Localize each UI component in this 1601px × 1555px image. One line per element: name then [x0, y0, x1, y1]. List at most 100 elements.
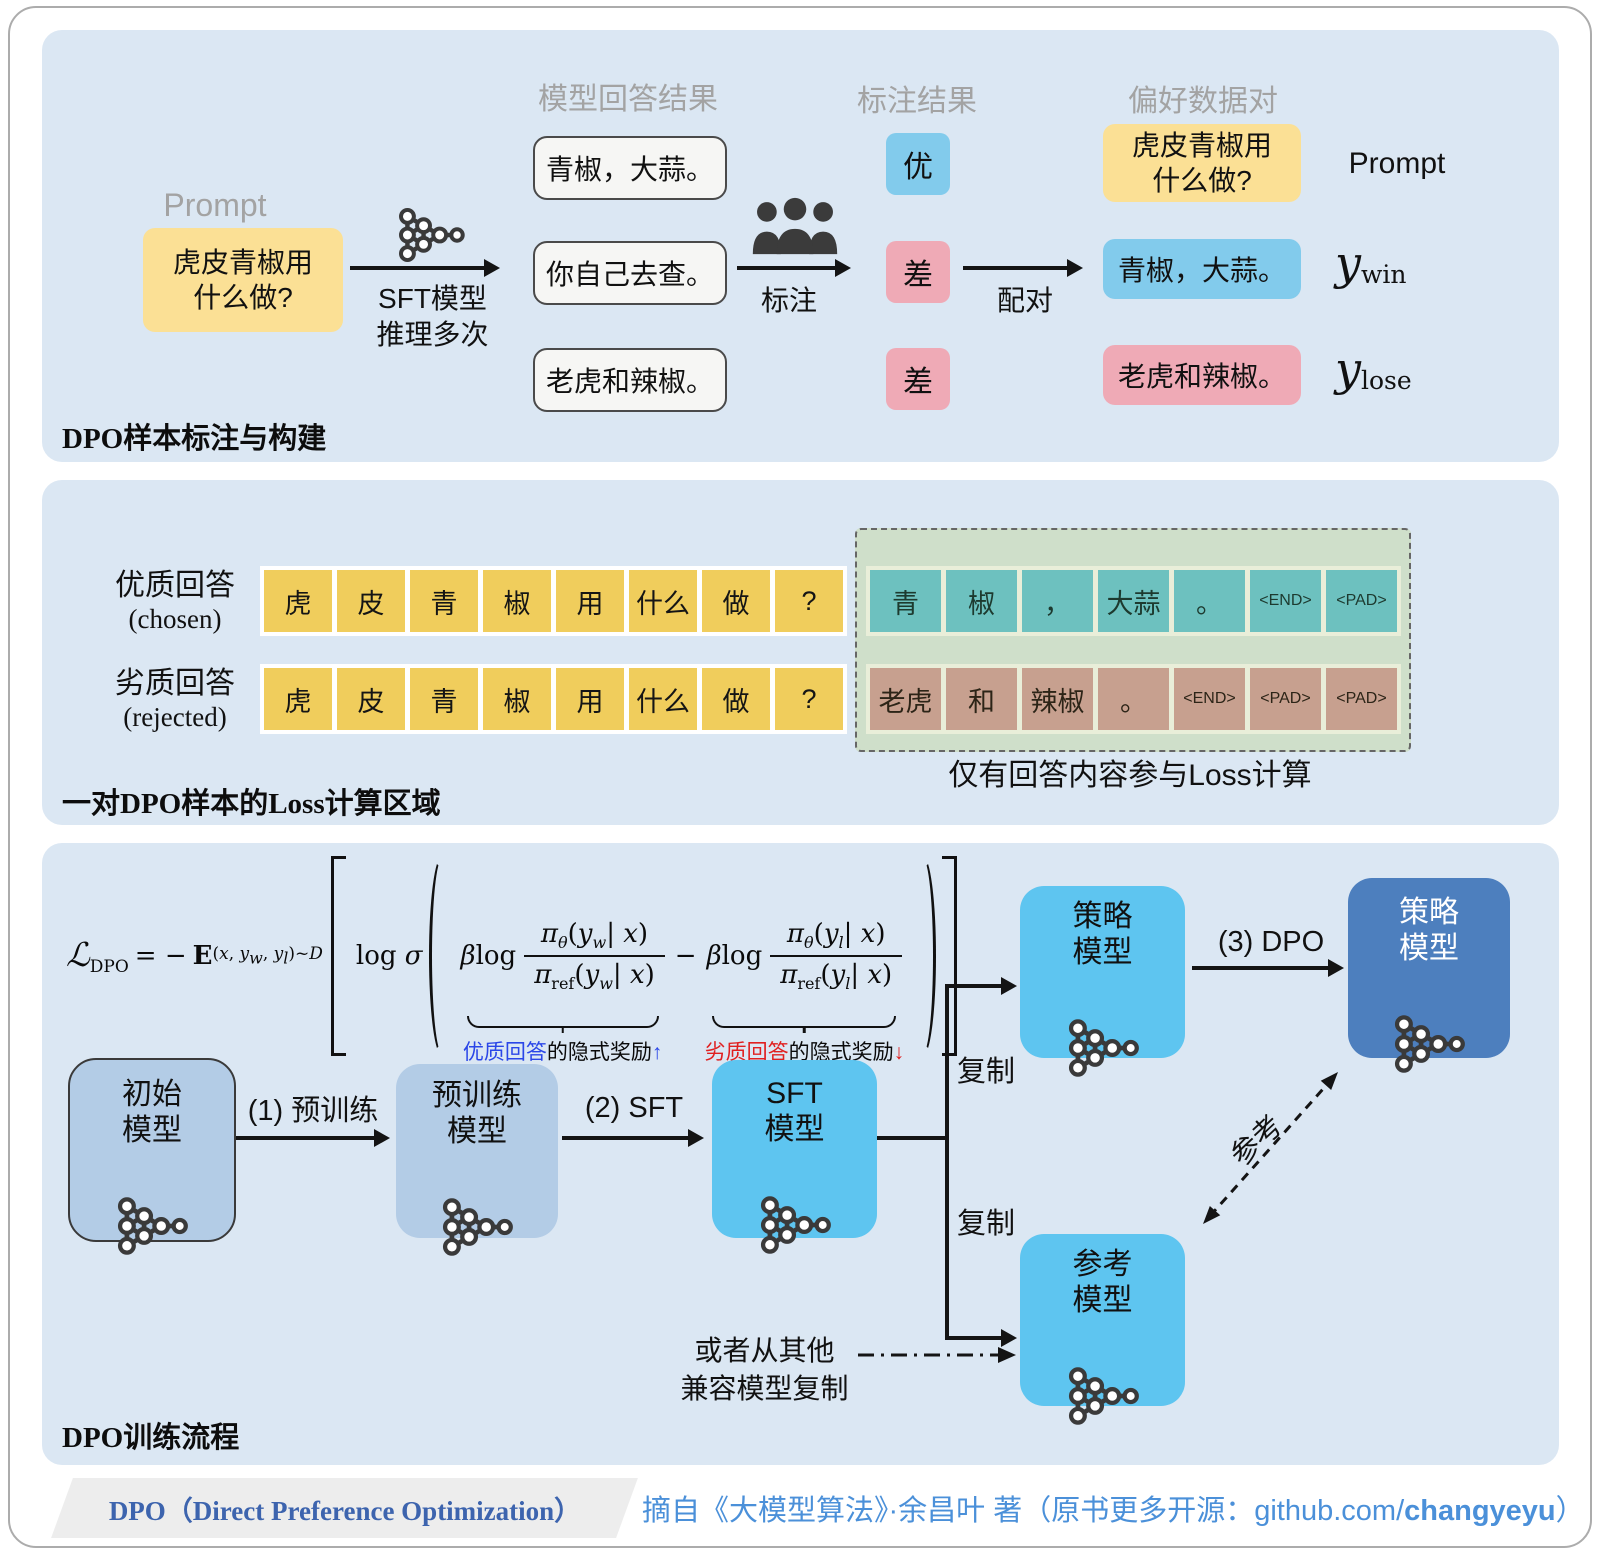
network-icon — [1068, 1019, 1139, 1077]
chosen-answer-tokens: 青椒，大蒜。<END><PAD> — [866, 566, 1401, 636]
pair-lose-box: 老虎和辣椒。 — [1103, 345, 1301, 405]
rejected-row-label: 劣质回答 (rejected) — [115, 667, 235, 732]
prompt-token: ? — [775, 570, 843, 632]
reference-model-box: 参考 模型 — [1020, 1234, 1185, 1425]
rejected-token: <PAD> — [1250, 668, 1321, 730]
network-icon — [442, 1198, 513, 1256]
arrow-responses-to-ratings — [737, 266, 837, 270]
network-icon — [1394, 1015, 1465, 1073]
chosen-token: 。 — [1174, 570, 1245, 632]
response-box-2: 你自己去查。 — [533, 241, 727, 305]
chosen-token: 青 — [870, 570, 941, 632]
prompt-token: 什么 — [629, 668, 697, 730]
step2-label: (2) SFT — [584, 1091, 684, 1124]
prompt-token: 用 — [556, 570, 624, 632]
arrow-copy-to-policy — [945, 984, 1003, 988]
network-icon — [760, 1196, 831, 1254]
rejected-token: 老虎 — [870, 668, 941, 730]
trained-policy-model-box: 策略 模型 — [1348, 878, 1510, 1073]
copy-bottom-label: 复制 — [957, 1208, 1016, 1240]
header-annotation-result: 标注结果 — [857, 85, 977, 118]
dpo-loss-formula: ℒDPO = − E(x, yw, yl)~D log σ βlog πθ(yw… — [66, 856, 958, 1064]
rejected-token: 。 — [1098, 668, 1169, 730]
rejected-token: <PAD> — [1326, 668, 1397, 730]
prompt-token: 做 — [702, 570, 770, 632]
copy-top-label: 复制 — [957, 1056, 1016, 1088]
y-win-tag: ywin — [1335, 236, 1407, 290]
rejected-answer-tokens: 老虎和辣椒。<END><PAD><PAD> — [866, 664, 1401, 734]
network-icon — [1068, 1367, 1139, 1425]
prompt-token: 皮 — [337, 570, 405, 632]
panel-loss-region: 优质回答 (chosen) 劣质回答 (rejected) 虎皮青椒用什么做? … — [42, 480, 1559, 825]
response-box-3: 老虎和辣椒。 — [533, 348, 727, 412]
rejected-token: 辣椒 — [1022, 668, 1093, 730]
chosen-prompt-tokens: 虎皮青椒用什么做? — [260, 566, 847, 636]
prompt-token: 做 — [702, 668, 770, 730]
prompt-token: 青 — [410, 570, 478, 632]
panel-sample-annotation: 模型回答结果 标注结果 偏好数据对 Prompt 虎皮青椒用 什么做? SFT模… — [42, 30, 1559, 462]
prompt-token: 虎 — [264, 668, 332, 730]
pair-win-box: 青椒，大蒜。 — [1103, 239, 1301, 299]
rating-box-good: 优 — [886, 133, 950, 195]
connector-vertical — [945, 986, 949, 1338]
sft-model-box: SFT 模型 — [712, 1060, 877, 1254]
left-paren — [428, 856, 455, 1056]
policy-model-box: 策略 模型 — [1020, 886, 1185, 1077]
prompt-token: 椒 — [483, 668, 551, 730]
pretrained-model-box: 预训练 模型 — [396, 1064, 558, 1256]
arrow-ratings-to-pairs — [963, 266, 1069, 270]
win-reward-term: βlog πθ(yw| x) πref(yw| x) 优质回答的隐式奖励↑ — [461, 916, 665, 1064]
chosen-token: <PAD> — [1326, 570, 1397, 632]
initial-model-box: 初始 模型 — [68, 1058, 236, 1255]
step3-label: (3) DPO — [1217, 925, 1325, 958]
network-icon — [399, 207, 465, 263]
sft-model-icon — [395, 204, 467, 266]
prompt-token: ? — [775, 668, 843, 730]
panel2-caption: 一对DPO样本的Loss计算区域 — [62, 788, 441, 820]
prompt-token: 椒 — [483, 570, 551, 632]
right-paren — [910, 856, 937, 1056]
arrow-step3-dpo — [1192, 966, 1330, 970]
chosen-row-label: 优质回答 (chosen) — [115, 569, 235, 634]
annotate-label: 标注 — [760, 285, 817, 316]
chosen-token: 大蒜 — [1098, 570, 1169, 632]
expectation-subscript: (x, yw, yl)~D — [212, 944, 323, 968]
chosen-token: <END> — [1250, 570, 1321, 632]
y-lose-tag: ylose — [1335, 342, 1412, 396]
response-box-1: 青椒，大蒜。 — [533, 136, 727, 200]
prompt-token: 虎 — [264, 570, 332, 632]
arrow-step1 — [236, 1136, 376, 1140]
left-bracket — [330, 856, 346, 1056]
pair-prompt-tag: Prompt — [1348, 147, 1446, 180]
chosen-token: ， — [1022, 570, 1093, 632]
footer-title: DPO（Direct Preference Optimization） — [108, 1496, 582, 1526]
prompt-token: 什么 — [629, 570, 697, 632]
prompt-label: Prompt — [163, 186, 267, 223]
pairing-label: 配对 — [996, 285, 1053, 316]
reference-dashed-arrow — [1203, 1072, 1338, 1224]
alt-copy-dashdot-arrow — [858, 1347, 1016, 1363]
annotators-icon — [752, 197, 838, 255]
sft-inference-label: SFT模型 推理多次 — [376, 282, 489, 350]
rating-box-bad-1: 差 — [886, 241, 950, 303]
prompt-token: 青 — [410, 668, 478, 730]
rejected-prompt-tokens: 虎皮青椒用什么做? — [260, 664, 847, 734]
rating-box-bad-2: 差 — [886, 348, 950, 410]
header-model-responses: 模型回答结果 — [538, 83, 718, 116]
network-icon — [117, 1197, 188, 1255]
connector-sft-branch — [877, 1136, 947, 1140]
panel1-caption: DPO样本标注与构建 — [62, 423, 327, 455]
footer-source: 摘自《大模型算法》·余昌叶 著（原书更多开源：github.com/changy… — [642, 1495, 1585, 1527]
header-preference-pairs: 偏好数据对 — [1128, 85, 1278, 118]
panel3-caption: DPO训练流程 — [62, 1422, 240, 1454]
arrow-step2 — [562, 1136, 690, 1140]
pair-prompt-box: 虎皮青椒用 什么做? — [1103, 124, 1301, 202]
loss-note: 仅有回答内容参与Loss计算 — [948, 759, 1312, 792]
prompt-token: 用 — [556, 668, 624, 730]
prompt-token: 皮 — [337, 668, 405, 730]
prompt-box: 虎皮青椒用 什么做? — [143, 228, 343, 332]
step1-label: (1) 预训练 — [247, 1095, 379, 1127]
arrow-copy-to-ref — [945, 1336, 1003, 1340]
lose-reward-term: βlog πθ(yl| x) πref(yl| x) 劣质回答的隐式奖励↓ — [704, 918, 905, 1064]
